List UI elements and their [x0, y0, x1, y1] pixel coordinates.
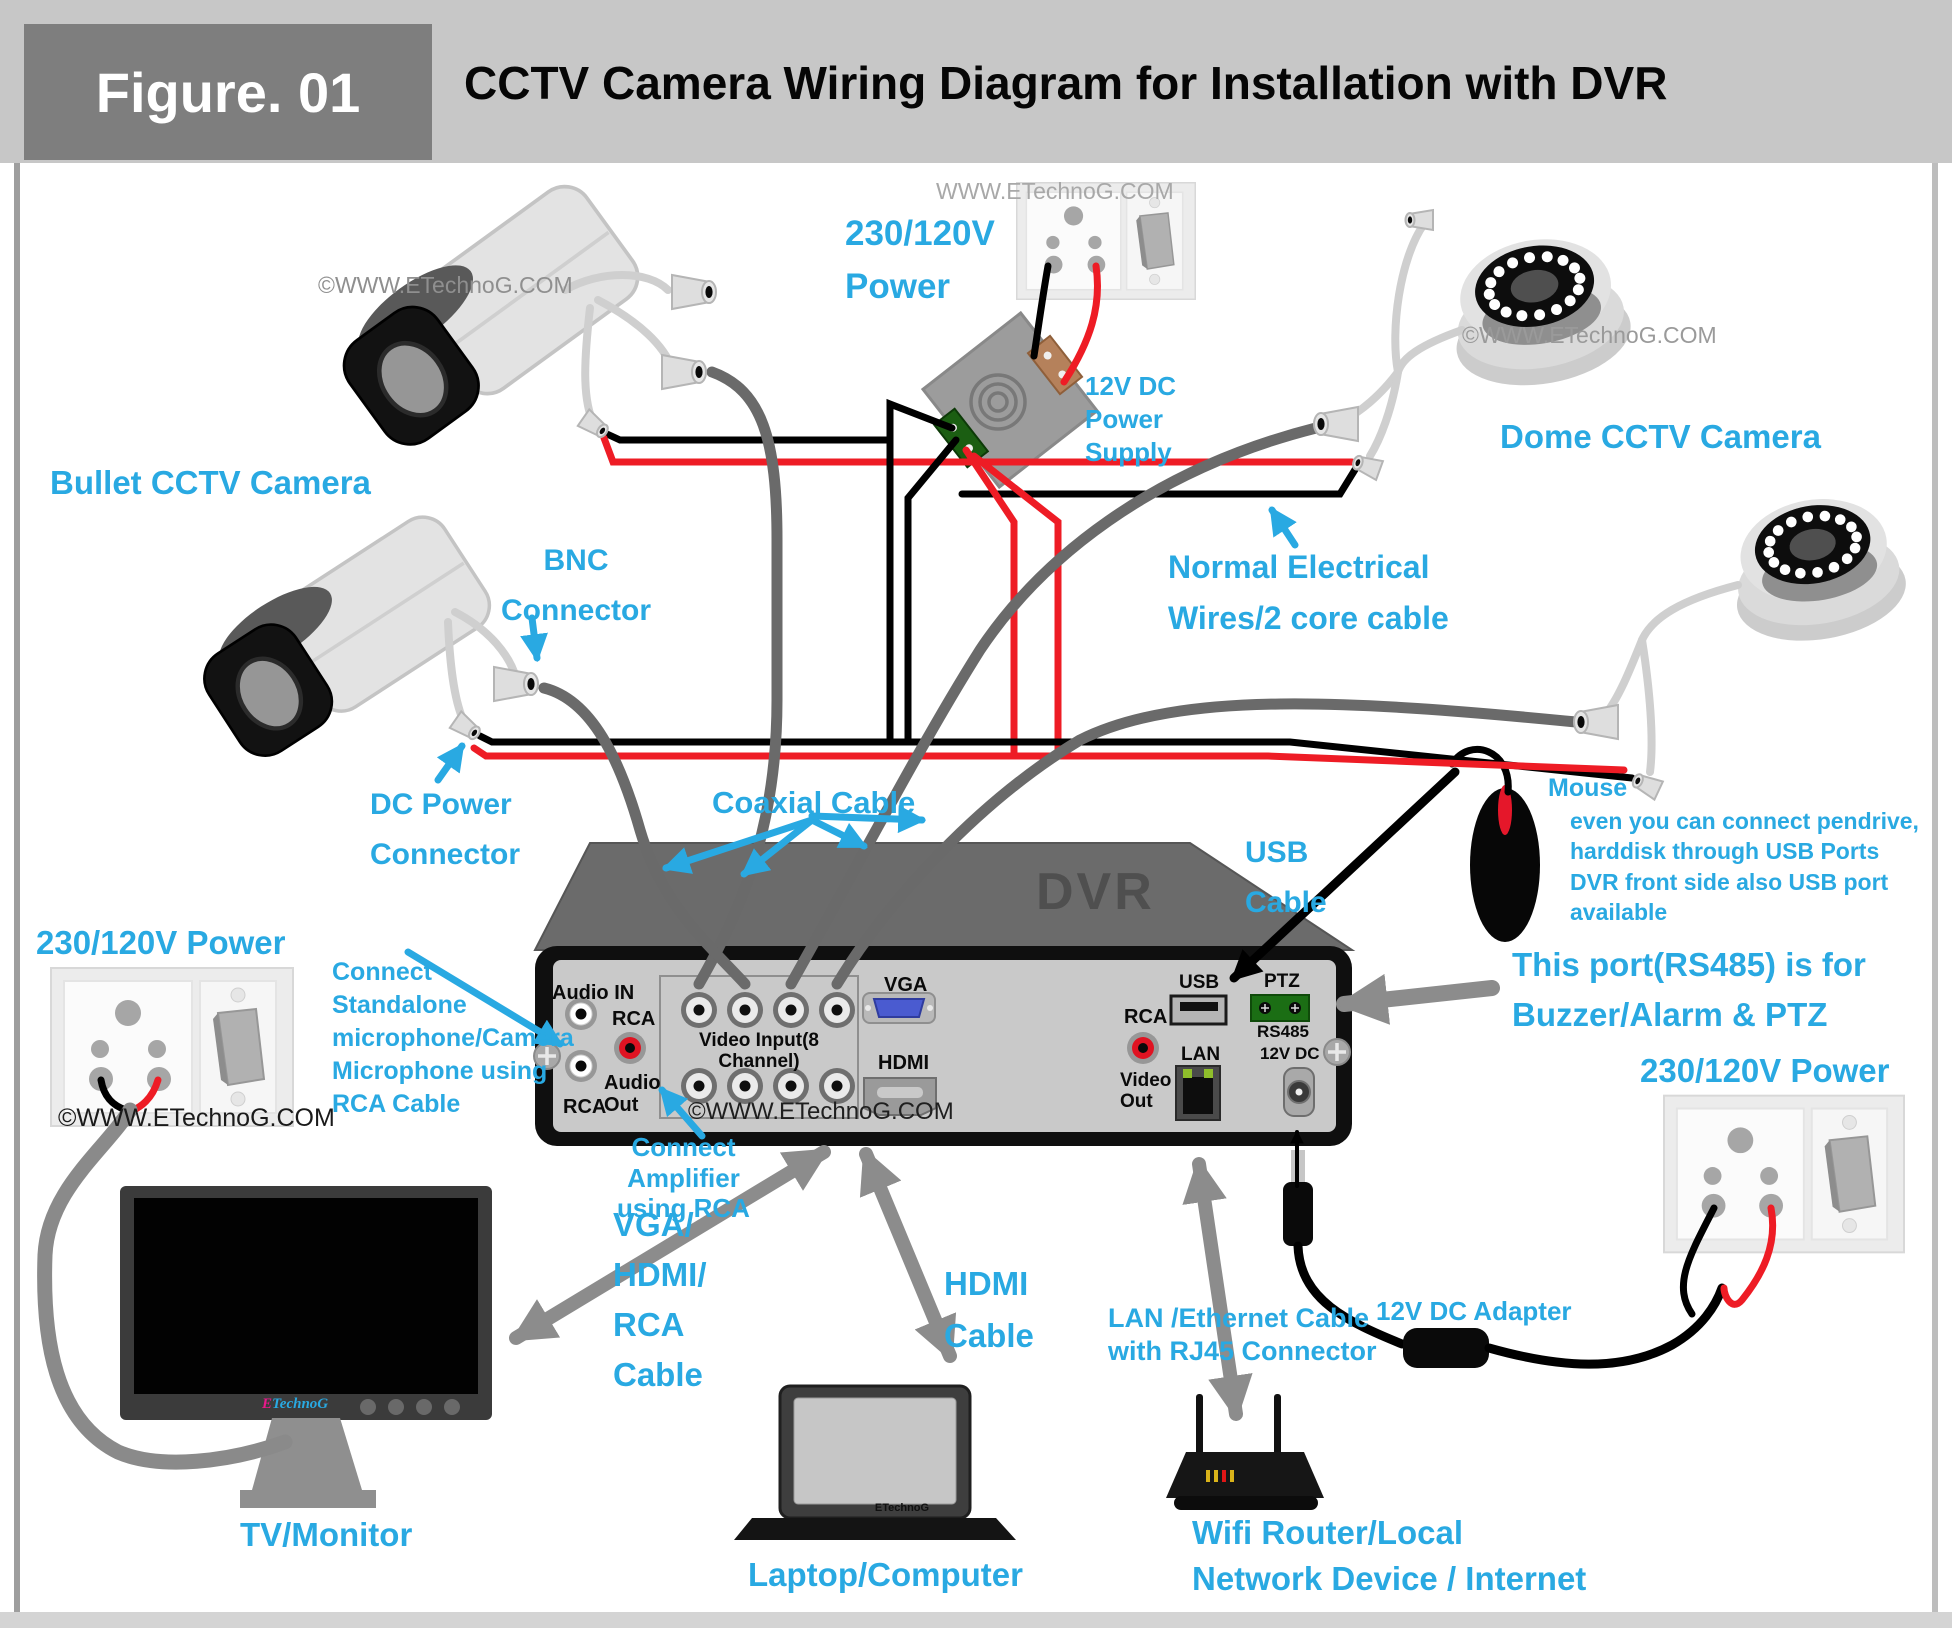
black-arrows — [1229, 767, 1460, 1188]
page-frame — [0, 163, 1952, 1628]
watermark: ©WWW.ETechnoG.COM — [318, 272, 573, 298]
dvr-label-rca-mid: RCA — [612, 1008, 656, 1030]
label-coaxial-cable: Coaxial Cable — [712, 785, 916, 820]
video-input-section — [659, 975, 859, 1119]
coaxial-cables — [538, 366, 1582, 990]
audio-out-jack — [614, 1032, 646, 1064]
dvr-label-video-out: Video Out — [1120, 1070, 1172, 1113]
label-dome-camera: Dome CCTV Camera — [1500, 418, 1821, 455]
watermark: WWW.ETechnoG.COM — [936, 178, 1174, 204]
bullet-camera-1 — [322, 168, 649, 459]
header-bar: Figure. 01 CCTV Camera Wiring Diagram fo… — [0, 0, 1952, 163]
label-tv-monitor: TV/Monitor — [240, 1516, 413, 1553]
ac-wires-top — [1030, 262, 1102, 386]
dvr-label-ptz: PTZ — [1264, 971, 1300, 992]
dvr-label-audio-in: Audio IN — [552, 982, 635, 1004]
label-dc-adapter: 12V DC Adapter — [1376, 1296, 1572, 1326]
dc-power-supply — [920, 310, 1100, 490]
power-outlet-left — [50, 966, 294, 1128]
label-usb-cable: USB Cable — [1245, 836, 1327, 919]
dvr-label-rs485: RS485 — [1257, 1022, 1309, 1041]
dvr-unit — [533, 842, 1356, 1146]
dvr-label-audio-out: Audio Out — [604, 1072, 661, 1117]
label-router: Wifi Router/Local Network Device / Inter… — [1192, 1514, 1587, 1597]
video-out-jack — [1127, 1032, 1159, 1064]
laptop-brand-logo: ETechnoG — [874, 1502, 930, 1514]
router-leds — [1206, 1470, 1234, 1482]
audio-in-jacks — [565, 998, 597, 1082]
dvr-label-rca-right: RCA — [1124, 1006, 1168, 1028]
label-hdmi-cable: HDMI Cable — [944, 1265, 1034, 1355]
bnc-connector-dome1 — [1313, 406, 1359, 442]
watermark: ©WWW.ETechnoG.COM — [1462, 322, 1717, 348]
label-lan-cable: LAN /Ethernet Cable with RJ45 Connector — [1108, 1303, 1377, 1366]
ptz-rs485-port — [1250, 994, 1310, 1022]
blue-arrows — [404, 506, 1299, 1140]
label-display-cable: VGA/ HDMI/ RCA Cable — [613, 1206, 707, 1394]
label-bnc-connector: BNC Connector — [501, 544, 651, 627]
dvr-label-lan: LAN — [1181, 1044, 1221, 1065]
dvr-label-dc-in: 12V DC — [1260, 1044, 1320, 1063]
dc-distribution-wires — [470, 398, 1636, 782]
usb-port — [1169, 994, 1228, 1026]
gray-arrows — [509, 973, 1500, 1421]
watermark: ©WWW.ETechnoG.COM — [58, 1104, 335, 1132]
figure-number-badge: Figure. 01 — [24, 24, 432, 160]
vga-port — [862, 992, 936, 1024]
label-mic-note: Connect Standalone microphone/Camera Mic… — [332, 958, 574, 1118]
tv-power-cable — [37, 1076, 293, 1470]
bnc-input-jacks — [681, 992, 855, 1104]
dc-in-jack — [1283, 1067, 1315, 1117]
label-mouse: Mouse — [1548, 774, 1628, 802]
bnc-connector-bullet2 — [493, 666, 539, 702]
mouse — [1448, 745, 1540, 942]
supply-coil-icon — [969, 373, 1027, 431]
dvr-top-face — [533, 842, 1356, 951]
dvr-label-hdmi: HDMI — [878, 1052, 930, 1074]
dvr-label-rca-left: RCA — [563, 1096, 607, 1118]
dc-adapter-assembly — [1283, 1150, 1777, 1369]
laptop — [734, 1384, 1016, 1540]
bnc-connector-dome2 — [1573, 704, 1619, 740]
label-rs485-note: This port(RS485) is for Buzzer/Alarm & P… — [1512, 946, 1866, 1033]
dvr-label-usb: USB — [1179, 972, 1220, 993]
watermark: ©WWW.ETechnoG.COM — [688, 1098, 954, 1125]
label-power-top: 230/120V Power — [845, 214, 995, 306]
dvr-model-text: DVR — [1036, 863, 1155, 921]
label-mouse-note: even you can connect pendrive, harddisk … — [1570, 808, 1919, 926]
label-normal-wires: Normal Electrical Wires/2 core cable — [1168, 549, 1449, 637]
label-power-right: 230/120V Power — [1640, 1052, 1890, 1089]
label-amp-note: Connect Amplifier using RCA — [617, 1132, 750, 1224]
tv-brand-logo: ETechnoG — [262, 1396, 329, 1412]
page-title: CCTV Camera Wiring Diagram for Installat… — [464, 57, 1668, 109]
label-laptop: Laptop/Computer — [748, 1556, 1023, 1593]
label-bullet-camera: Bullet CCTV Camera — [50, 464, 371, 501]
dome-camera-1 — [1439, 225, 1639, 399]
label-dc-power-connector: DC Power Connector — [370, 788, 520, 871]
dome-camera-2 — [1720, 485, 1914, 654]
dc-connector-dome2 — [1628, 768, 1664, 801]
hdmi-port — [863, 1077, 937, 1116]
dvr-label-video-input: Video Input(8 Channel) — [699, 1030, 819, 1073]
label-power-left: 230/120V Power — [36, 924, 286, 961]
tv-monitor — [120, 1186, 492, 1508]
wifi-router — [1166, 1394, 1324, 1510]
lan-port — [1175, 1065, 1221, 1121]
audio-lead-dome1 — [1404, 209, 1434, 231]
audio-lead-bullet1 — [671, 274, 717, 310]
bnc-connector-bullet1 — [661, 354, 707, 390]
dvr-screw-right — [1323, 1038, 1351, 1066]
label-dc-supply: 12V DC Power Supply — [1085, 371, 1177, 468]
dvr-label-vga: VGA — [884, 974, 928, 996]
